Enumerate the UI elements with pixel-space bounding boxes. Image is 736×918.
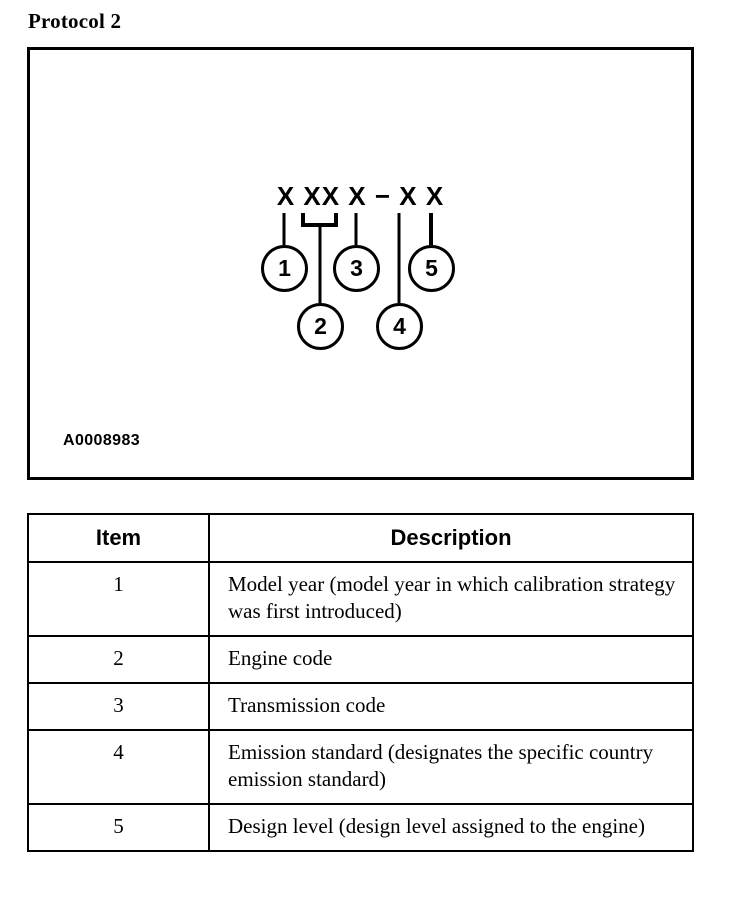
item-description: Transmission code	[208, 682, 694, 731]
item-description: Emission standard (designates the specif…	[208, 729, 694, 805]
item-number: 3	[27, 682, 210, 731]
callout-bubble-1: 1	[261, 245, 308, 292]
calibration-code-string: X XX X − X X	[276, 181, 445, 211]
table-row: 3 Transmission code	[27, 682, 694, 731]
item-number: 4	[27, 729, 210, 805]
item-number: 5	[27, 803, 210, 852]
callout-bubble-3: 3	[333, 245, 380, 292]
figure-box: X XX X − X X 1 2 3 4 5 A0008983	[27, 47, 694, 480]
item-number: 2	[27, 635, 210, 684]
page-title: Protocol 2	[28, 9, 122, 33]
item-number: 1	[27, 561, 210, 637]
table-header-row: Item Description	[27, 513, 694, 563]
figure-id-label: A0008983	[63, 432, 141, 449]
column-header-description: Description	[208, 513, 694, 563]
item-description: Model year (model year in which calibrat…	[208, 561, 694, 637]
callout-bubble-5: 5	[408, 245, 455, 292]
callout-bubble-2: 2	[297, 303, 344, 350]
table-row: 2 Engine code	[27, 635, 694, 684]
item-description: Design level (design level assigned to t…	[208, 803, 694, 852]
table-row: 5 Design level (design level assigned to…	[27, 803, 694, 852]
table-row: 4 Emission standard (designates the spec…	[27, 729, 694, 805]
column-header-item: Item	[27, 513, 210, 563]
item-description-table: Item Description 1 Model year (model yea…	[27, 513, 694, 852]
item-description: Engine code	[208, 635, 694, 684]
table-row: 1 Model year (model year in which calibr…	[27, 561, 694, 637]
callout-bubble-4: 4	[376, 303, 423, 350]
